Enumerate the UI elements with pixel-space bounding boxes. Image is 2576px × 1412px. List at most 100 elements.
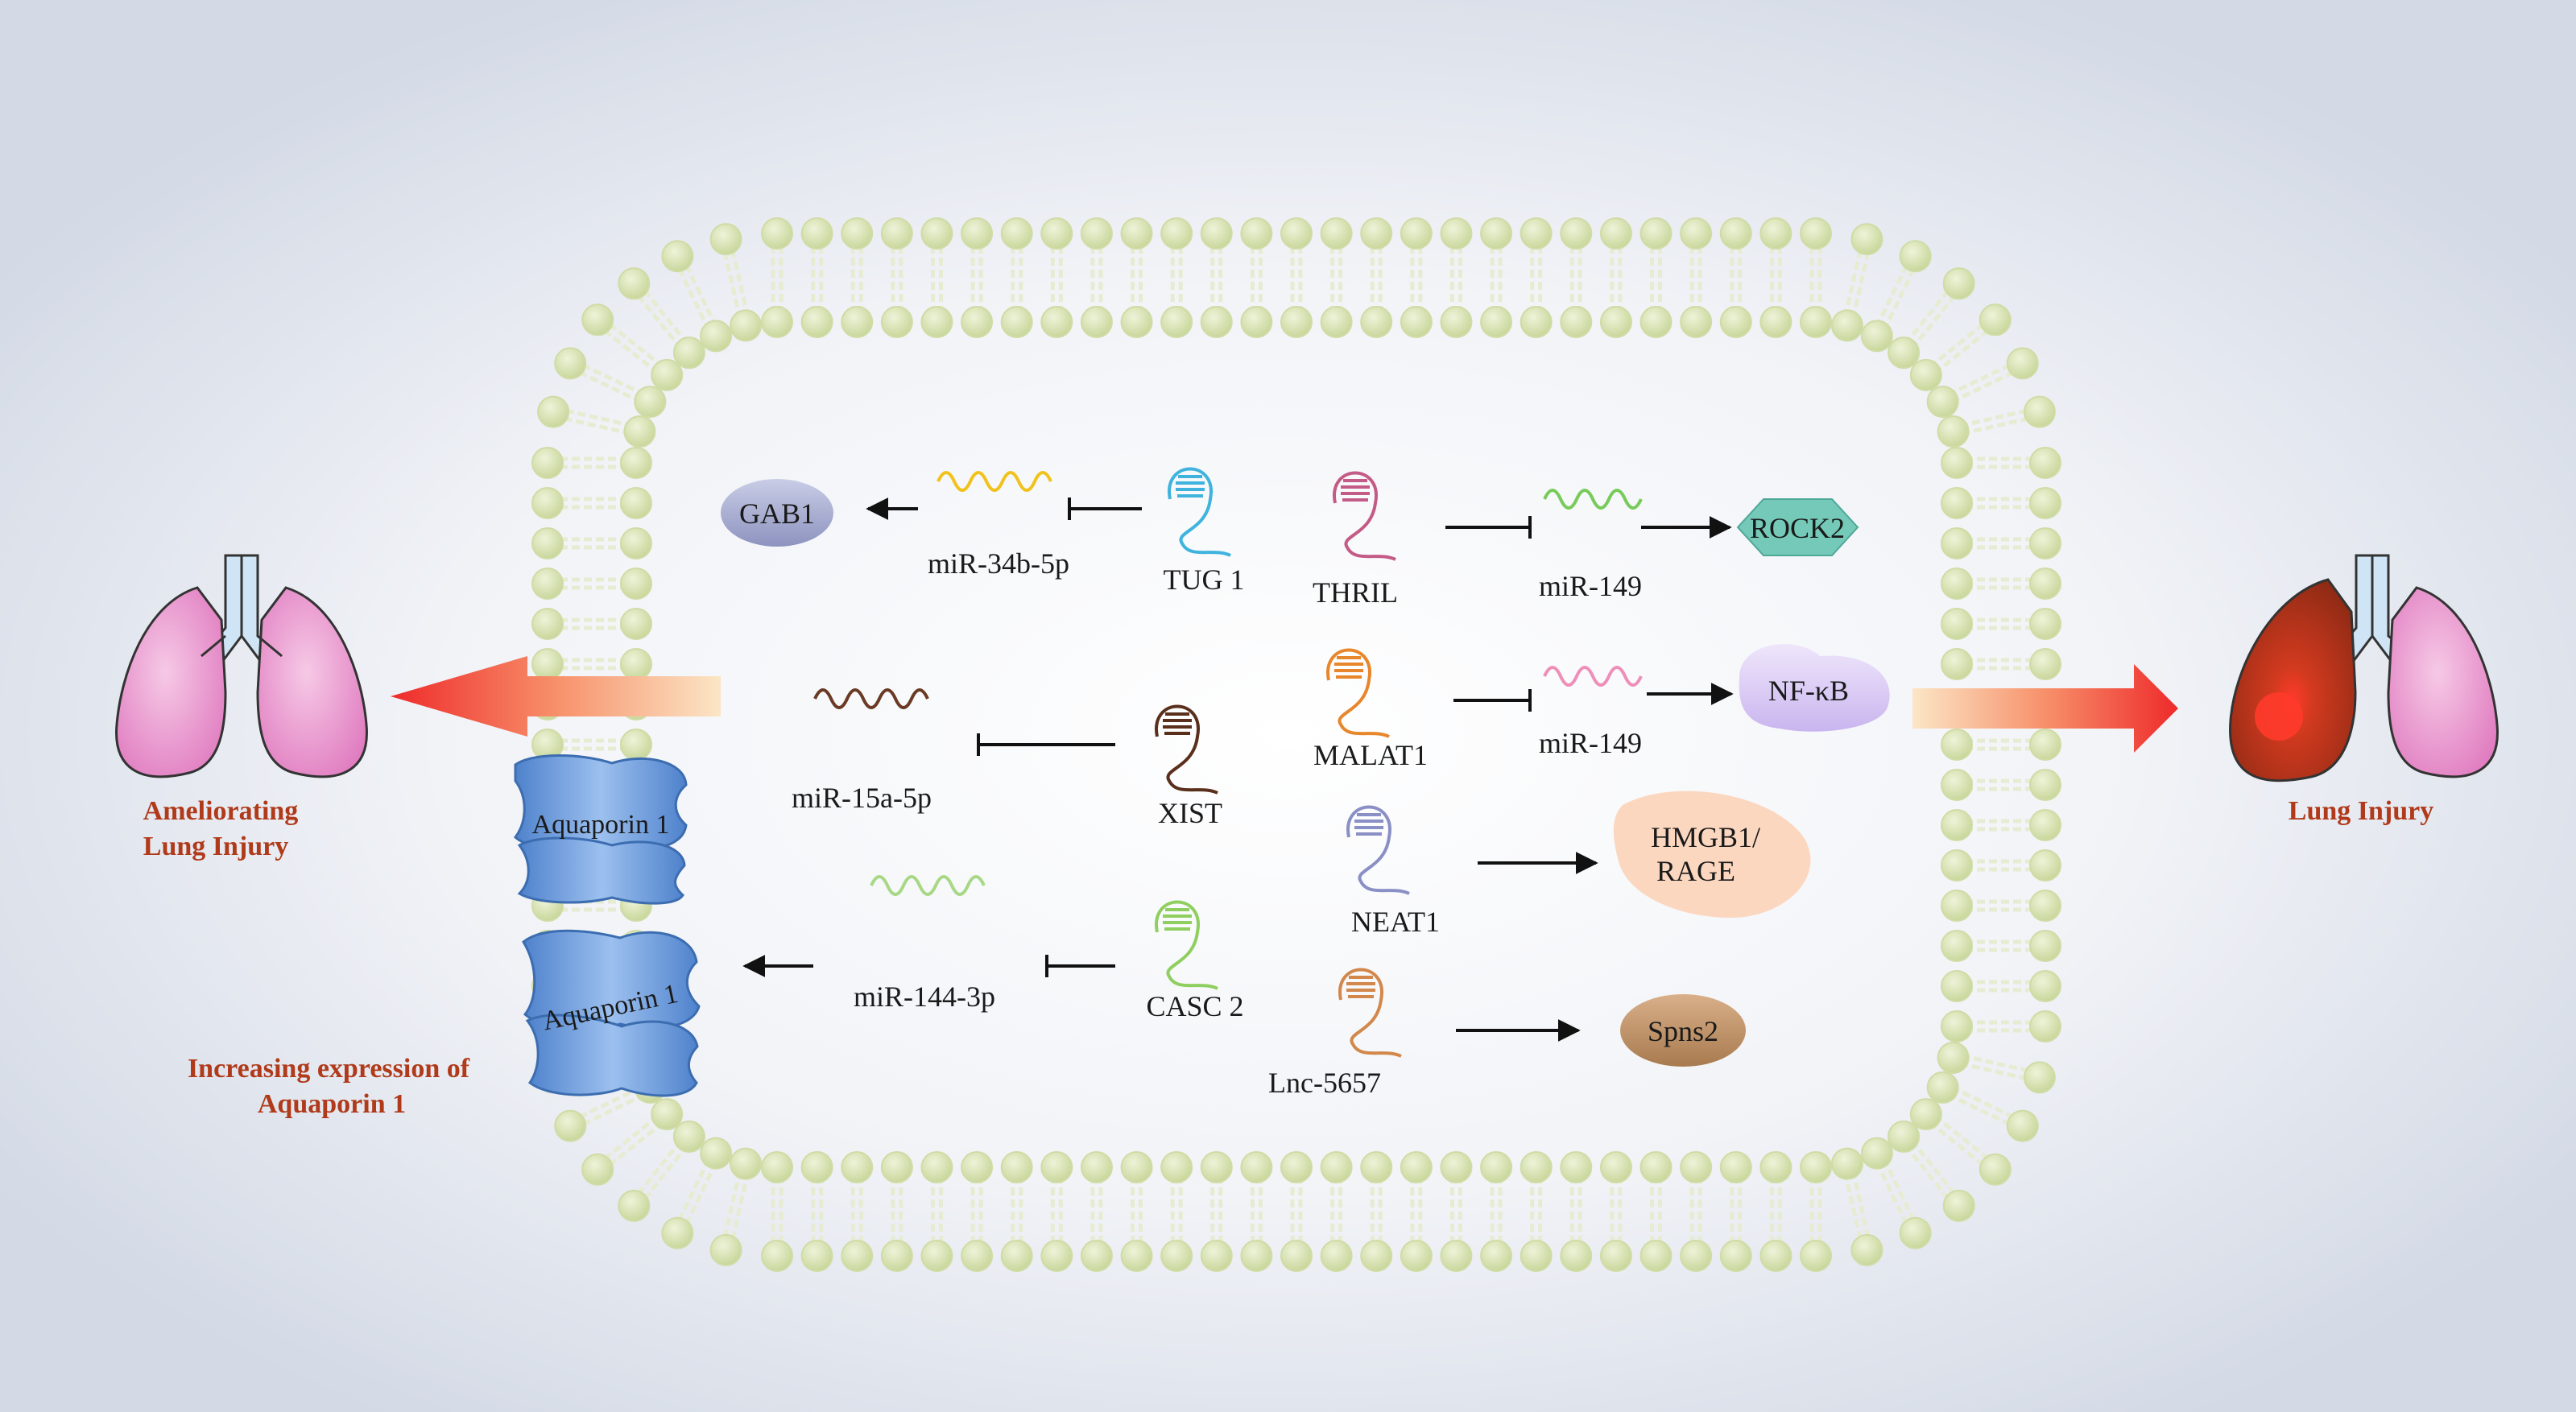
lipid-head xyxy=(618,267,651,300)
lipid-head xyxy=(1480,1151,1513,1183)
lipid-head xyxy=(1520,1240,1553,1272)
lipid-head xyxy=(651,1098,684,1131)
lipid-head xyxy=(1800,306,1832,338)
spns2-node xyxy=(1620,994,1746,1067)
lipid-head xyxy=(1560,306,1593,338)
lipid-head xyxy=(620,487,652,519)
lipid-head xyxy=(1240,217,1273,250)
lipid-head xyxy=(1160,217,1193,250)
lipid-head xyxy=(1400,217,1433,250)
lipid-head xyxy=(1240,1151,1273,1183)
lipid-head xyxy=(554,1109,587,1142)
lipid-head xyxy=(1639,1240,1673,1272)
injury-arrow xyxy=(1912,664,2178,753)
healthy-lungs-icon xyxy=(115,554,368,778)
lipid-head xyxy=(1719,1240,1752,1272)
lipid-head xyxy=(1240,1240,1273,1272)
lipid-head xyxy=(2029,568,2061,600)
xist-label: XIST xyxy=(1158,797,1222,829)
malat1-label: MALAT1 xyxy=(1313,739,1428,771)
lipid-head xyxy=(1440,1151,1473,1183)
lipid-head xyxy=(1979,303,2012,336)
lipid-head xyxy=(800,1151,833,1183)
lipid-head xyxy=(800,306,833,338)
lipid-head xyxy=(2029,487,2061,519)
lipid-head xyxy=(1719,306,1752,338)
lipid-head xyxy=(620,608,652,640)
mir149b-label: miR-149 xyxy=(1539,727,1642,759)
lipid-head xyxy=(1800,217,1832,250)
lipid-head xyxy=(1888,1120,1921,1153)
lipid-head xyxy=(841,217,874,250)
lipid-head xyxy=(2029,809,2061,841)
lipid-head xyxy=(531,608,564,640)
lipid-head xyxy=(531,487,564,519)
lipid-head xyxy=(1080,1240,1113,1272)
lipid-head xyxy=(2029,729,2061,761)
lipid-head xyxy=(1680,306,1713,338)
lipid-head xyxy=(537,395,570,428)
lipid-head xyxy=(1040,1240,1073,1272)
wavy-mirna-icon xyxy=(870,875,986,896)
lipid-head xyxy=(1680,217,1713,250)
mir15a-label: miR-15a-5p xyxy=(792,782,932,814)
lipid-head xyxy=(1160,1151,1193,1183)
lipid-head xyxy=(634,386,667,419)
ameliorating-arrow xyxy=(391,656,721,737)
lipid-head xyxy=(2029,970,2061,1002)
lipid-head xyxy=(880,306,913,338)
lipid-head xyxy=(700,320,733,353)
lipid-head xyxy=(1800,1240,1832,1272)
lipid-head xyxy=(1942,267,1975,300)
lipid-head xyxy=(1941,487,1973,519)
lipid-head xyxy=(920,306,953,338)
lipid-head xyxy=(1860,320,1893,353)
lipid-head xyxy=(1719,1151,1752,1183)
lipid-head xyxy=(2029,527,2061,559)
lipid-head xyxy=(761,306,793,338)
wavy-mirna-icon xyxy=(937,471,1052,492)
mir34b-label: miR-34b-5p xyxy=(928,547,1069,580)
lipid-head xyxy=(1909,1098,1942,1131)
lipid-head xyxy=(1560,1151,1593,1183)
lipid-head xyxy=(1360,1151,1393,1183)
hairpin-rna-icon xyxy=(1168,467,1231,557)
aquaporin-channel-icon xyxy=(517,836,686,905)
lipid-head xyxy=(2029,769,2061,801)
lipid-head xyxy=(961,217,994,250)
lipid-head xyxy=(1937,415,1970,448)
lipid-head xyxy=(1480,306,1513,338)
injured-lungs-icon xyxy=(2229,554,2499,782)
lipid-head xyxy=(880,1240,913,1272)
lipid-head xyxy=(531,568,564,600)
lipid-head xyxy=(1000,1240,1033,1272)
lipid-head xyxy=(1599,217,1632,250)
lipid-head xyxy=(1520,217,1553,250)
lipid-head xyxy=(1830,309,1863,342)
lipid-head xyxy=(1941,769,1973,801)
wavy-mirna-icon xyxy=(1543,489,1643,510)
lipid-head xyxy=(730,1147,763,1180)
lipid-head xyxy=(620,568,652,600)
lipid-head xyxy=(661,1216,694,1249)
lipid-head xyxy=(2029,849,2061,881)
lipid-head xyxy=(1200,1151,1233,1183)
lipid-head xyxy=(1440,306,1473,338)
aquaporin-channel-icon xyxy=(522,929,701,1031)
lipid-head xyxy=(1120,306,1153,338)
lipid-head xyxy=(841,306,874,338)
lipid-head xyxy=(1942,1189,1975,1222)
lipid-head xyxy=(1979,1153,2012,1186)
lipid-head xyxy=(1941,890,1973,922)
lipid-head xyxy=(1000,217,1033,250)
lipid-head xyxy=(961,1240,994,1272)
lipid-head xyxy=(1941,608,1973,640)
lipid-head xyxy=(1941,930,1973,962)
lipid-head xyxy=(800,1240,833,1272)
lipid-head xyxy=(1888,336,1921,370)
lipid-head xyxy=(2023,1061,2056,1094)
lipid-head xyxy=(1899,1216,1932,1249)
lipid-head xyxy=(651,358,684,391)
lipid-head xyxy=(1280,1240,1313,1272)
